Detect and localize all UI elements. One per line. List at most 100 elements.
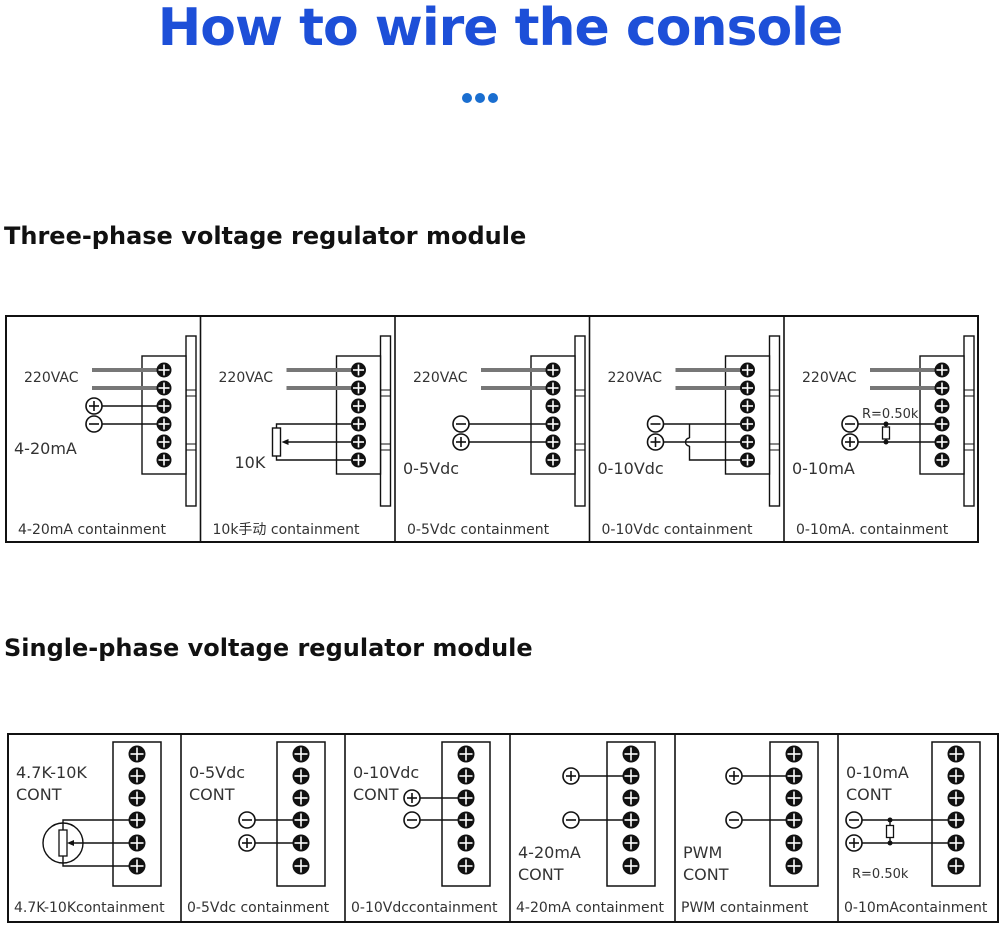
terminal-screw-icon <box>351 416 366 432</box>
control-label: CONT <box>353 785 399 804</box>
terminal-screw-icon <box>622 857 640 875</box>
terminal-screw-icon <box>128 811 146 829</box>
terminal-screw-icon <box>740 416 755 432</box>
terminal-screw-icon <box>545 380 561 396</box>
terminal-screw-icon <box>622 767 640 785</box>
wire <box>275 423 352 428</box>
terminal-screw-icon <box>457 745 475 763</box>
terminal-screw-icon <box>785 811 803 829</box>
supply-label: 220VAC <box>608 370 663 386</box>
terminal-screw-icon <box>934 362 950 378</box>
terminal-screw-icon <box>622 811 640 829</box>
junction-dot <box>883 421 889 427</box>
terminal-screw-icon <box>740 434 755 450</box>
terminal-screw-icon <box>128 857 146 875</box>
control-label: CONT <box>846 785 892 804</box>
module-rail <box>574 335 586 507</box>
terminal-screw-icon <box>934 398 950 414</box>
positive-terminal-icon <box>725 767 743 785</box>
junction-dot <box>883 439 889 445</box>
supply-label: 220VAC <box>24 370 79 386</box>
negative-terminal-icon <box>845 811 863 829</box>
terminal-screw-icon <box>740 380 755 396</box>
control-label: 4-20mA <box>518 843 581 862</box>
negative-terminal-icon <box>238 811 256 829</box>
terminal-screw-icon <box>156 452 172 468</box>
potentiometer-icon <box>271 427 282 457</box>
signal-label: 0-10Vdc <box>598 459 664 478</box>
terminal-screw-icon <box>947 811 965 829</box>
wire <box>688 446 741 461</box>
terminal-screw-icon <box>545 362 561 378</box>
panel-caption: 0-10mAcontainment <box>844 900 988 916</box>
control-label: CONT <box>683 865 729 884</box>
positive-terminal-icon <box>238 834 256 852</box>
panel-caption: 0-10Vdc containment <box>602 522 753 538</box>
positive-terminal-icon <box>845 834 863 852</box>
supply-label: 220VAC <box>413 370 468 386</box>
terminal-screw-icon <box>457 834 475 852</box>
module-rail <box>963 335 975 507</box>
terminal-screw-icon <box>947 857 965 875</box>
terminal-screw-icon <box>947 745 965 763</box>
wire <box>62 819 129 830</box>
terminal-screw-icon <box>128 745 146 763</box>
terminal-screw-icon <box>934 380 950 396</box>
negative-terminal-icon <box>562 811 580 829</box>
control-label: CONT <box>518 865 564 884</box>
terminal-screw-icon <box>947 767 965 785</box>
panel-caption: 4-20mA containment <box>18 522 167 538</box>
positive-terminal-icon <box>85 397 103 415</box>
ellipsis-dots-icon <box>462 88 504 103</box>
terminal-screw-icon <box>545 398 561 414</box>
positive-terminal-icon <box>452 433 470 451</box>
signal-label: 0-5Vdc <box>403 459 459 478</box>
resistor-value-label: R=0.50k <box>862 407 919 422</box>
negative-terminal-icon <box>841 415 859 433</box>
terminal-screw-icon <box>156 398 172 414</box>
terminal-screw-icon <box>351 380 366 396</box>
terminal-screw-icon <box>292 811 310 829</box>
terminal-screw-icon <box>740 398 755 414</box>
terminal-screw-icon <box>292 745 310 763</box>
terminal-screw-icon <box>785 789 803 807</box>
panel-caption: 0-10Vdccontainment <box>351 900 498 916</box>
signal-label: 10K <box>235 453 266 472</box>
terminal-screw-icon <box>740 362 755 378</box>
terminal-screw-icon <box>156 380 172 396</box>
terminal-screw-icon <box>457 767 475 785</box>
wire-crossover <box>684 437 690 447</box>
terminal-screw-icon <box>934 452 950 468</box>
terminal-screw-icon <box>156 362 172 378</box>
negative-terminal-icon <box>85 415 103 433</box>
control-label: 0-10mA <box>846 763 909 782</box>
terminal-screw-icon <box>622 789 640 807</box>
three-phase-panel: 220VAC 0-10Vdc 0-10Vdc containment <box>588 316 781 542</box>
panel-caption: 0-5Vdc containment <box>187 900 330 916</box>
positive-terminal-icon <box>562 767 580 785</box>
positive-terminal-icon <box>646 433 665 451</box>
terminal-screw-icon <box>785 767 803 785</box>
panel-caption: 4-20mA containment <box>516 900 665 916</box>
junction-dot <box>887 817 893 823</box>
module-rail <box>185 335 197 507</box>
control-label: 0-10Vdc <box>353 763 419 782</box>
wire <box>275 456 352 461</box>
terminal-screw-icon <box>292 857 310 875</box>
control-label: CONT <box>189 785 235 804</box>
terminal-screw-icon <box>292 834 310 852</box>
terminal-screw-icon <box>156 416 172 432</box>
resistor-icon <box>58 829 68 857</box>
panel-caption: 4.7K-10Kcontainment <box>14 900 165 916</box>
terminal-screw-icon <box>947 789 965 807</box>
terminal-screw-icon <box>292 789 310 807</box>
terminal-screw-icon <box>128 834 146 852</box>
wiper-arrow-icon <box>281 439 289 445</box>
